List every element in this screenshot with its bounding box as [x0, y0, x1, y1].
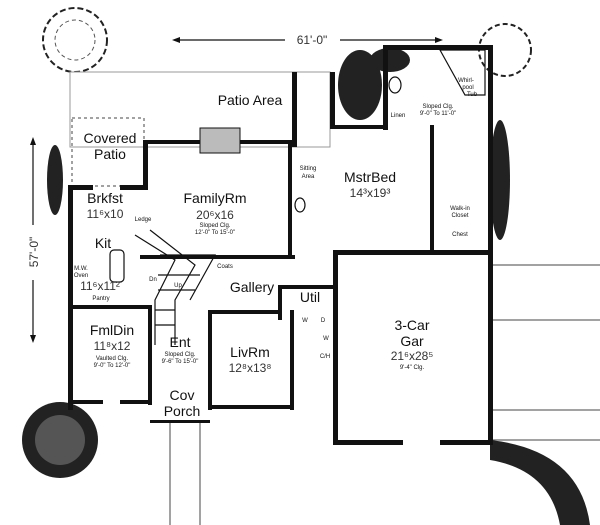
- covered-patio-label-2: Patio: [94, 146, 126, 162]
- tub-label-3: Tub: [467, 92, 478, 98]
- chest-label: Chest: [452, 232, 468, 238]
- cov-porch-label-2: Porch: [164, 403, 201, 419]
- depth-dimension: 57'-0": [27, 137, 41, 343]
- ledge-label: Ledge: [135, 217, 152, 223]
- shrubs-right: [490, 120, 590, 525]
- staircase: [134, 229, 217, 345]
- pantry-label: Pantry: [92, 296, 109, 302]
- ent-label: Ent: [169, 334, 190, 350]
- mstrbed-label: MstrBed: [344, 169, 396, 185]
- tree-bottom-left: [22, 402, 98, 478]
- oven-label-2: Oven: [74, 273, 88, 279]
- kitchen-island: [109, 249, 125, 283]
- closet-label-2: Closet: [451, 213, 468, 219]
- cov-porch-label: Cov: [170, 387, 195, 403]
- tree-top-left: [42, 7, 108, 73]
- patio-area-label: Patio Area: [218, 92, 283, 108]
- ent-note-2: 9'-6" To 15'-0": [162, 359, 199, 365]
- ch-label: C/H: [320, 354, 330, 360]
- shrubs-master: [338, 48, 410, 120]
- master-toilet-icon: [388, 76, 402, 94]
- walls: [68, 45, 493, 445]
- fmldin-label: FmlDin: [90, 322, 134, 338]
- garage-size: 21⁶x28⁵: [391, 349, 434, 363]
- fmldin-note: Vaulted Clg.: [96, 356, 129, 362]
- depth-label: 57'-0": [27, 237, 41, 268]
- driveway: [169, 264, 600, 525]
- familyrm-label: FamilyRm: [184, 190, 247, 206]
- stairs-down-label: Dn: [149, 277, 157, 283]
- brkfst-size: 11⁶x10: [87, 207, 124, 221]
- kit-label: Kit: [95, 235, 111, 251]
- width-dimension: 61'-0": [172, 33, 443, 47]
- water-heater-label: W: [323, 336, 329, 342]
- fmldin-note-2: 9'-0" To 12'-0": [94, 363, 131, 369]
- sitting-area-label-2: Area: [302, 174, 315, 180]
- familyrm-size: 20⁶x16: [196, 208, 234, 222]
- stairs-up-label: Up: [174, 283, 182, 289]
- shrubs-left: [47, 145, 63, 215]
- fmldin-size: 11⁸x12: [94, 339, 131, 353]
- dryer-label: D: [321, 318, 326, 324]
- sitting-area-label: Sitting: [300, 166, 317, 172]
- toilet-icon: [294, 197, 306, 213]
- familyrm-note: Sloped Clg.: [199, 223, 230, 229]
- tub-label: Whirl-: [458, 78, 474, 84]
- covered-patio-label: Covered: [84, 130, 137, 146]
- garage-label: 3-Car: [394, 317, 429, 333]
- mstrbed-size: 14³x19³: [350, 186, 391, 200]
- livrm-label: LivRm: [230, 344, 270, 360]
- whirlpool-tub-icon: [438, 49, 486, 96]
- gallery-label: Gallery: [230, 279, 274, 295]
- bath-note: Sloped Clg.: [422, 104, 453, 110]
- fireplace-icon: [199, 127, 241, 154]
- washer-label: W: [302, 318, 308, 324]
- garage-note: 9'-4" Clg.: [400, 365, 425, 371]
- ent-note: Sloped Clg.: [164, 352, 195, 358]
- oven-label: M.W.: [74, 266, 88, 272]
- tub-label-2: pool: [462, 85, 473, 91]
- livrm-size: 12⁸x13⁸: [229, 361, 272, 375]
- bath-note-2: 9'-0" To 11'-0": [420, 111, 456, 117]
- linen-label: Linen: [391, 113, 406, 119]
- garage-label-2: Gar: [400, 333, 424, 349]
- width-label: 61'-0": [297, 33, 328, 47]
- coats-label: Coats: [217, 264, 233, 270]
- kit-size: 11⁶x11²: [80, 279, 120, 293]
- util-label: Util: [300, 289, 320, 305]
- closet-label: Walk-in: [450, 206, 470, 212]
- brkfst-label: Brkfst: [87, 190, 123, 206]
- familyrm-note-2: 12'-0" To 15'-0": [195, 230, 235, 236]
